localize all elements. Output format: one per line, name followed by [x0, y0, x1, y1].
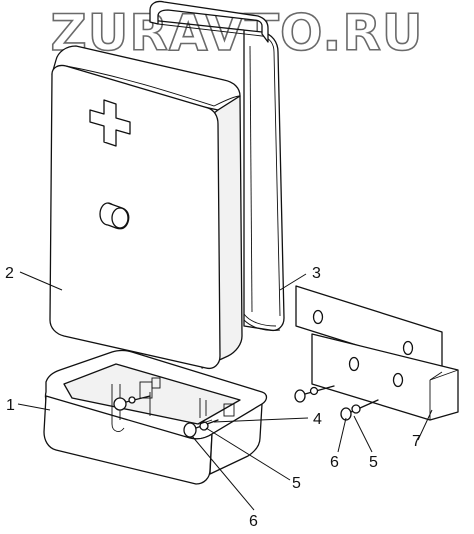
front-lid-part-2 — [49, 45, 243, 370]
cross-symbol — [89, 99, 131, 147]
loose-screw-lower — [340, 399, 379, 421]
callout-6-lower: 6 — [249, 513, 258, 530]
bracket-hole — [402, 340, 414, 356]
callout-4: 4 — [313, 411, 322, 428]
callout-7: 7 — [412, 433, 421, 450]
latch-knob — [99, 202, 130, 230]
callout-2: 2 — [5, 265, 14, 282]
screw-in-tray-lower — [183, 419, 219, 438]
base-tray-part-1 — [43, 349, 268, 485]
leader-lines — [17, 271, 433, 511]
mounting-bracket-part-7 — [295, 285, 459, 421]
callout-6-right: 6 — [330, 454, 339, 471]
bracket-hole — [392, 372, 404, 388]
bracket-hole — [312, 309, 324, 325]
callout-3: 3 — [312, 265, 321, 282]
callout-1: 1 — [6, 397, 15, 414]
loose-screw-upper — [294, 385, 335, 403]
screw-in-tray-upper — [113, 395, 151, 411]
callout-5-lower: 5 — [292, 475, 301, 492]
bracket-hole — [348, 356, 360, 372]
callout-5-right: 5 — [369, 454, 378, 471]
rear-box-part-3 — [149, 0, 285, 332]
